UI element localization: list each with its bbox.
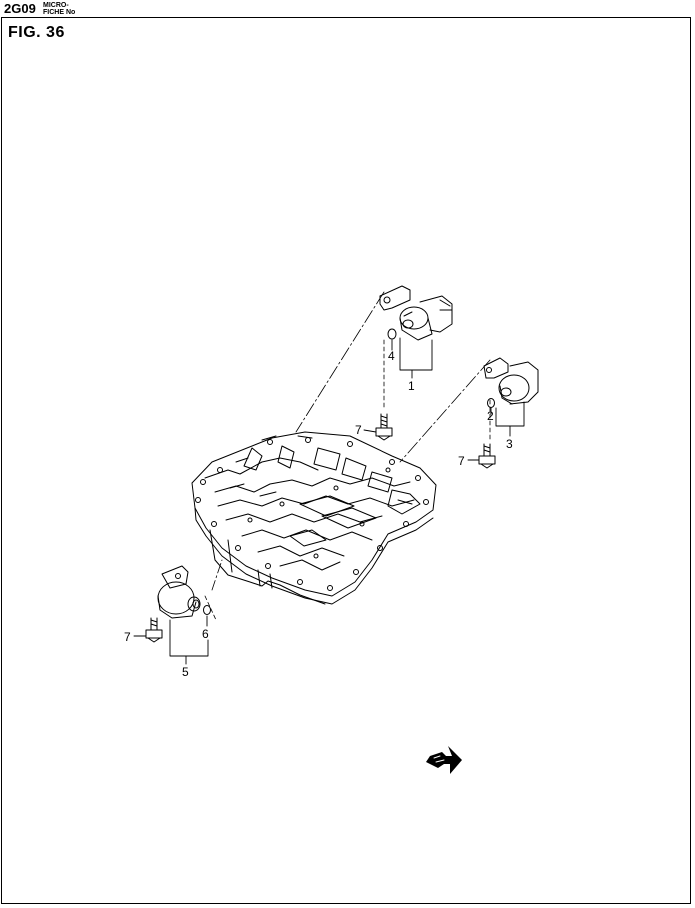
bolt-b <box>478 443 496 469</box>
o-ring-6 <box>203 605 211 615</box>
microfiche-label: MICRO- FICHE No <box>43 2 75 16</box>
solenoid-valve-1 <box>379 285 453 341</box>
microfiche-label-line1: MICRO- <box>43 2 69 9</box>
callout-3: 3 <box>506 437 513 451</box>
solenoid-valve-3 <box>157 565 201 619</box>
o-ring-2 <box>487 398 495 408</box>
callout-1: 1 <box>408 379 415 393</box>
fiche-number: 2G09 <box>4 1 36 16</box>
callout-7-left: 7 <box>124 630 131 644</box>
callout-7-right: 7 <box>458 454 465 468</box>
figure-frame <box>1 17 691 904</box>
bolt-a <box>375 413 393 441</box>
figure-label: FIG. 36 <box>8 24 65 41</box>
valve-body <box>191 431 437 605</box>
front-direction-arrow-icon <box>426 746 462 774</box>
bolt-c <box>145 617 163 643</box>
microfiche-label-line2: FICHE No <box>43 9 76 16</box>
assembly-leader-lines <box>204 291 491 621</box>
callout-5: 5 <box>182 665 189 679</box>
callout-4: 4 <box>388 349 395 363</box>
callout-leaders <box>133 337 525 665</box>
o-ring-4 <box>387 328 397 340</box>
callout-2: 2 <box>487 409 494 423</box>
callout-7-top: 7 <box>355 423 362 437</box>
solenoid-valve-2 <box>483 357 539 405</box>
callout-6: 6 <box>202 627 209 641</box>
